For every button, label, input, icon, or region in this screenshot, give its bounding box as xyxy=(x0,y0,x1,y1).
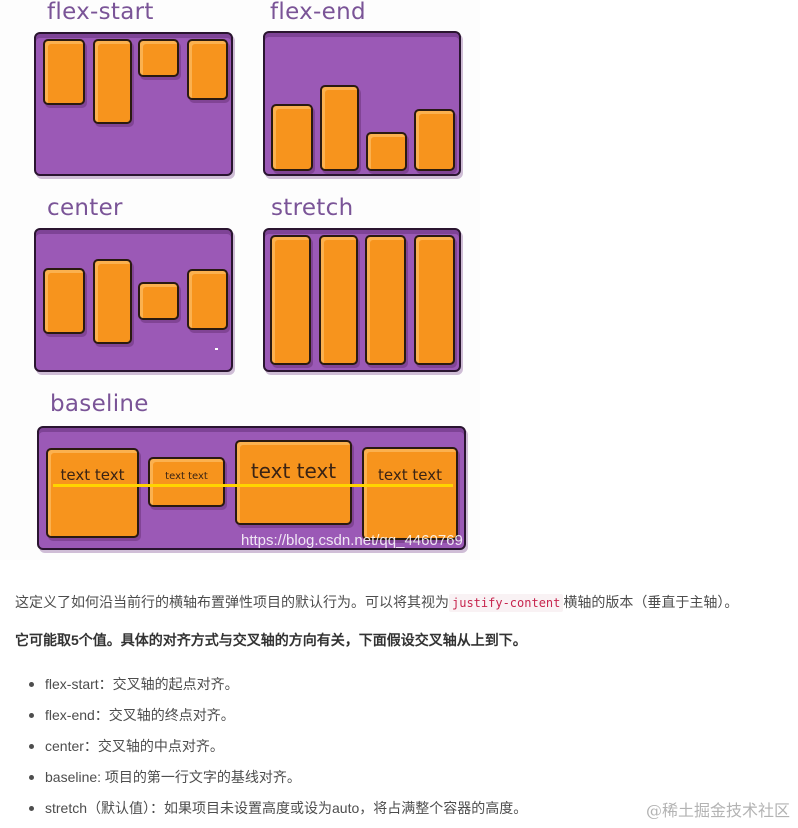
values-list: flex-start：交叉轴的起点对齐。 flex-end：交叉轴的终点对齐。 … xyxy=(0,673,527,828)
site-watermark: @稀土掘金技术社区 xyxy=(645,801,790,820)
flex-item xyxy=(414,235,455,365)
flex-item xyxy=(319,235,358,365)
bullet-icon xyxy=(29,682,34,687)
bullet-icon xyxy=(29,744,34,749)
flex-item xyxy=(414,109,455,171)
flex-item xyxy=(93,259,132,344)
bullet-icon xyxy=(29,806,34,811)
align-items-illustration: flex-start flex-end center stretch basel… xyxy=(0,0,480,560)
item-text: text text xyxy=(165,471,208,482)
image-watermark: https://blog.csdn.net/qq_4460769 xyxy=(241,532,463,549)
paragraph-text: 横轴的版本（垂直于主轴）。 xyxy=(563,594,739,610)
flex-item xyxy=(43,39,85,105)
list-item: stretch（默认值）：如果项目未设置高度或设为auto，将占满整个容器的高度… xyxy=(29,797,528,828)
flex-item xyxy=(187,39,228,100)
list-item-text: baseline: 项目的第一行文字的基线对齐。 xyxy=(45,769,301,785)
item-text: text text xyxy=(250,459,337,483)
list-item-text: flex-end：交叉轴的终点对齐。 xyxy=(45,707,235,723)
flex-item: text text xyxy=(46,448,139,538)
flex-item xyxy=(320,85,359,171)
sparkle-decoration xyxy=(215,348,218,350)
container-baseline: text text text text text text text text … xyxy=(37,426,466,550)
paragraph-text: 这定义了如何沿当前行的横轴布置弹性项目的默认行为。可以将其视为 xyxy=(15,594,449,610)
bullet-icon xyxy=(29,775,34,780)
flex-item xyxy=(187,269,228,330)
container-flex-start xyxy=(34,32,233,176)
list-item-text: flex-start：交叉轴的起点对齐。 xyxy=(45,676,239,692)
flex-item: text text xyxy=(362,447,458,540)
label-flex-end: flex-end xyxy=(270,0,366,25)
list-item: center：交叉轴的中点对齐。 xyxy=(29,735,527,766)
flex-item: text text xyxy=(148,457,225,507)
list-item: baseline: 项目的第一行文字的基线对齐。 xyxy=(29,766,527,797)
item-text: text text xyxy=(60,466,125,484)
flex-item xyxy=(366,132,407,171)
flex-item xyxy=(138,282,179,320)
label-stretch: stretch xyxy=(271,195,354,221)
list-item-text: center：交叉轴的中点对齐。 xyxy=(45,738,224,754)
flex-item xyxy=(270,235,311,365)
container-stretch xyxy=(263,228,461,372)
list-item: flex-end：交叉轴的终点对齐。 xyxy=(29,704,527,735)
flex-item xyxy=(43,268,85,334)
baseline-guide-line xyxy=(53,484,453,487)
label-baseline: baseline xyxy=(50,391,149,417)
container-center xyxy=(34,228,233,372)
paragraph-values-intro: 它可能取5个值。具体的对齐方式与交叉轴的方向有关，下面假设交叉轴从上到下。 xyxy=(15,632,527,648)
flex-item xyxy=(138,39,179,77)
flex-item xyxy=(365,235,406,365)
label-center: center xyxy=(47,195,123,221)
label-flex-start: flex-start xyxy=(47,0,154,25)
bullet-icon xyxy=(29,713,34,718)
flex-item xyxy=(271,104,313,171)
list-item-text: stretch（默认值）：如果项目未设置高度或设为auto，将占满整个容器的高度… xyxy=(45,800,528,816)
item-text: text text xyxy=(378,466,442,484)
inline-code: justify-content xyxy=(449,594,564,612)
container-flex-end xyxy=(263,31,461,176)
flex-item: text text xyxy=(235,440,352,525)
flex-item xyxy=(93,39,132,124)
list-item: flex-start：交叉轴的起点对齐。 xyxy=(29,673,527,704)
